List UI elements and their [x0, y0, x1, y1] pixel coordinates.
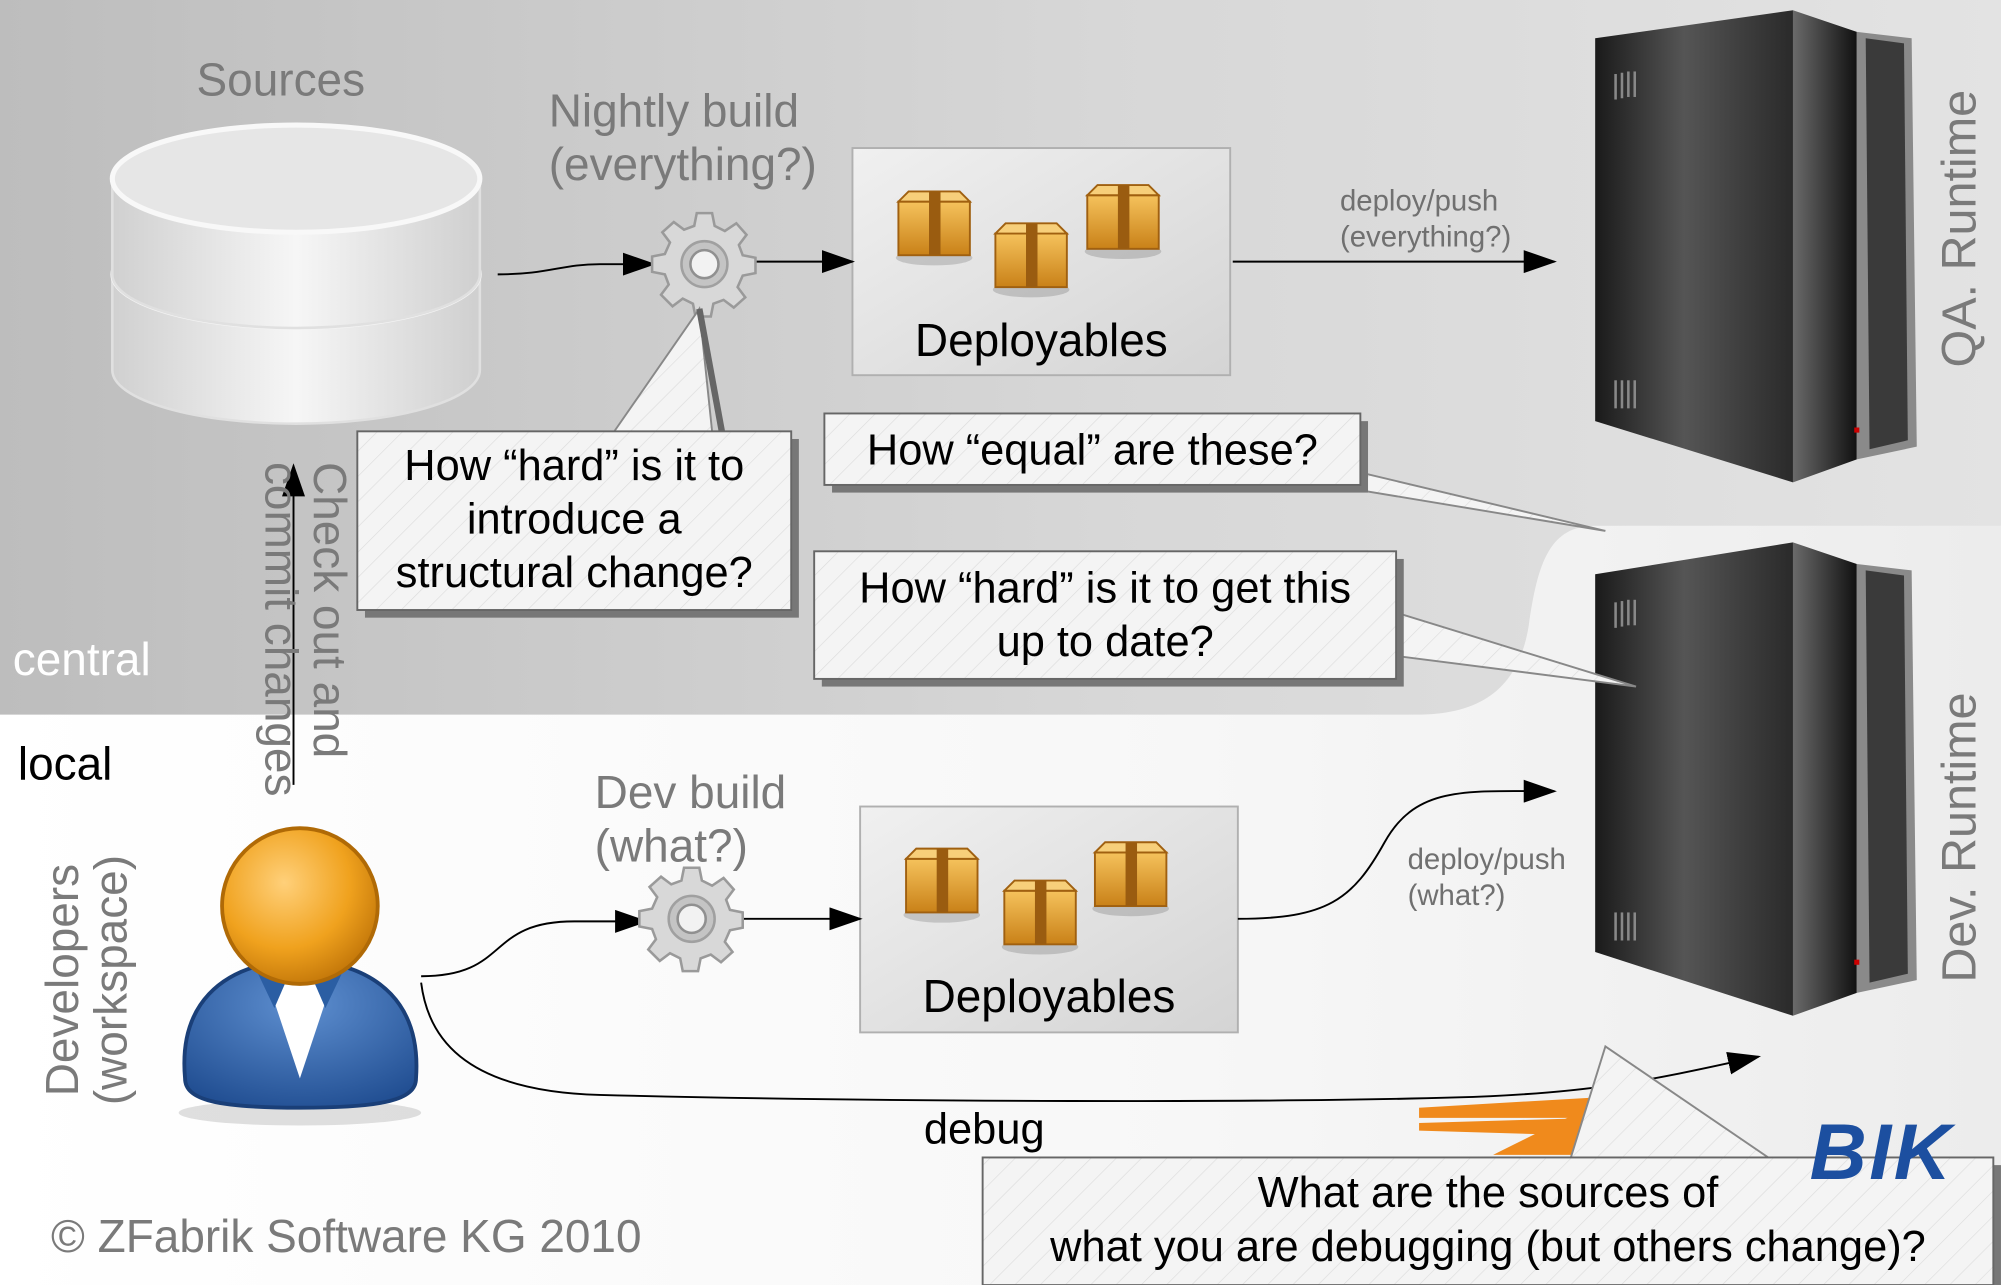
dev-build-line2: (what?) [594, 819, 748, 872]
copyright: © ZFabrik Software KG 2010 [51, 1209, 642, 1263]
callout-sources-line1: What are the sources of [1257, 1168, 1719, 1218]
callout-uptodate [813, 550, 1398, 680]
callout-uptodate-line1: How “hard” is it to get this [859, 564, 1352, 613]
callout-sources-text: What are the sources of what you are deb… [983, 1166, 1994, 1273]
database-icon [109, 122, 483, 425]
checkout-line1: Check out and [303, 461, 357, 759]
dev-build-label: Dev build (what?) [595, 766, 787, 873]
sources-label: Sources [196, 53, 366, 106]
deploy-push-qa-line2: (everything?) [1339, 219, 1512, 253]
qa-runtime-label: QA. Runtime [1933, 89, 1987, 368]
deployables-bottom-label: Deployables [922, 969, 1176, 1023]
callout-structural-text: How “hard” is it to introduce a structur… [357, 439, 791, 600]
deploy-push-dev-line2: (what?) [1407, 877, 1506, 912]
callout-equal-text: How “equal” are these? [866, 426, 1318, 475]
package-icon [1092, 841, 1169, 917]
deploy-push-dev-label: deploy/push (what?) [1408, 841, 1566, 912]
callout-uptodate-line2: up to date? [996, 617, 1214, 667]
deployables-top-label: Deployables [914, 313, 1168, 367]
callout-sources [981, 1156, 1995, 1285]
callout-sources-line2: what you are debugging (but others chang… [1050, 1222, 1926, 1272]
developers-line2: (workspace) [84, 854, 137, 1106]
nightly-build-label: Nightly build (everything?) [549, 84, 817, 191]
server-icon [1595, 10, 1917, 483]
package-icon [1084, 184, 1162, 260]
deploy-push-qa-label: deploy/push (everything?) [1340, 182, 1511, 253]
dev-to-devbuild-arrow [421, 909, 649, 978]
central-zone-label: central [12, 632, 151, 686]
package-icon [1001, 879, 1079, 955]
deploy-push-dev-line1: deploy/push [1407, 842, 1566, 876]
gear-icon [638, 866, 744, 973]
package-icon [895, 190, 973, 266]
dev-runtime-label: Dev. Runtime [1933, 692, 1987, 983]
package-icon [992, 222, 1070, 298]
gear-icon [650, 211, 757, 318]
checkout-commit-label: Check out and commit changes [249, 461, 357, 845]
developers-label: Developers (workspace) [35, 852, 145, 1107]
nightly-build-line1: Nightly build [548, 84, 800, 137]
callout-uptodate-text: How “hard” is it to get this up to date? [814, 562, 1396, 669]
local-zone-label: local [17, 737, 113, 790]
deploy-dev-arrow [1237, 779, 1557, 920]
debug-label: debug [923, 1105, 1045, 1154]
logo-text: BIK [1809, 1108, 1954, 1198]
dev-build-line1: Dev build [594, 765, 787, 819]
developers-line1: Developers [35, 863, 89, 1097]
callout-structural-line2: introduce a [466, 495, 682, 544]
callout-structural-line1: How “hard” is it to [404, 441, 745, 491]
callout-structural [356, 430, 793, 611]
sources-to-nightly-arrow [497, 252, 656, 276]
callout-structural-line3: structural change? [395, 548, 753, 598]
checkout-line2: commit changes [255, 461, 308, 797]
user-icon [178, 826, 422, 1126]
deploy-push-qa-line1: deploy/push [1339, 183, 1499, 217]
nightly-build-line2: (everything?) [548, 137, 817, 191]
server-icon [1595, 542, 1917, 1016]
package-icon [903, 847, 981, 923]
callout-equal [823, 412, 1362, 486]
